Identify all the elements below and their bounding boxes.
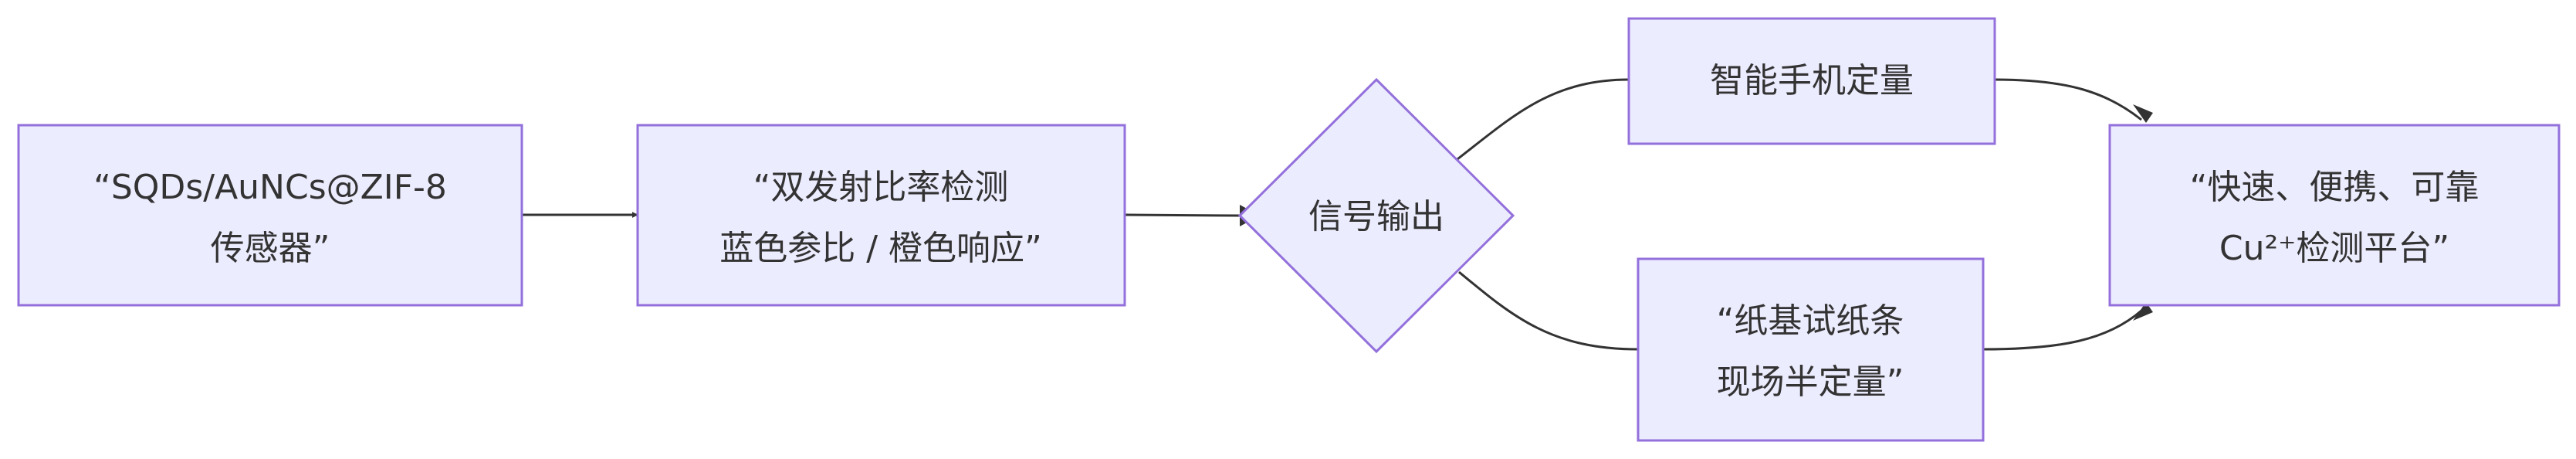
node-paper: “纸基试纸条 现场半定量” xyxy=(1637,257,1985,442)
node-sensor-line-2: 传感器” xyxy=(211,229,330,268)
arrowhead-platform-top xyxy=(2133,104,2153,123)
edge-ratio-to-signal xyxy=(1124,213,1241,217)
node-platform-line-1: “快速、便携、可靠 xyxy=(2190,168,2480,207)
node-paper-line-1: “纸基试纸条 xyxy=(1717,301,1904,341)
node-platform: “快速、便携、可靠 Cu²⁺检测平台” xyxy=(2108,124,2561,307)
node-sensor: “SQDs/AuNCs@ZIF-8 传感器” xyxy=(17,124,523,307)
node-sensor-line-1: “SQDs/AuNCs@ZIF-8 xyxy=(93,168,447,207)
edge-signal-to-phone xyxy=(1457,78,1630,161)
node-signal: 信号输出 xyxy=(1237,77,1515,354)
edge-paper-to-platform xyxy=(1982,309,2142,351)
node-ratio-line-2: 蓝色参比 / 橙色响应” xyxy=(719,229,1042,268)
node-ratio: “双发射比率检测 蓝色参比 / 橙色响应” xyxy=(636,124,1126,307)
node-platform-line-2: Cu²⁺检测平台” xyxy=(2219,229,2449,268)
edge-signal-to-paper xyxy=(1458,270,1639,351)
node-phone-label: 智能手机定量 xyxy=(1710,61,1914,100)
node-signal-label: 信号输出 xyxy=(1308,197,1444,236)
edges xyxy=(522,78,2142,351)
node-ratio-line-1: “双发射比率检测 xyxy=(753,168,1009,207)
node-paper-line-2: 现场半定量” xyxy=(1717,362,1904,402)
arrowhead-platform-bottom xyxy=(2133,302,2153,321)
node-phone: 智能手机定量 xyxy=(1627,17,1996,145)
edge-phone-to-platform xyxy=(1994,78,2142,121)
